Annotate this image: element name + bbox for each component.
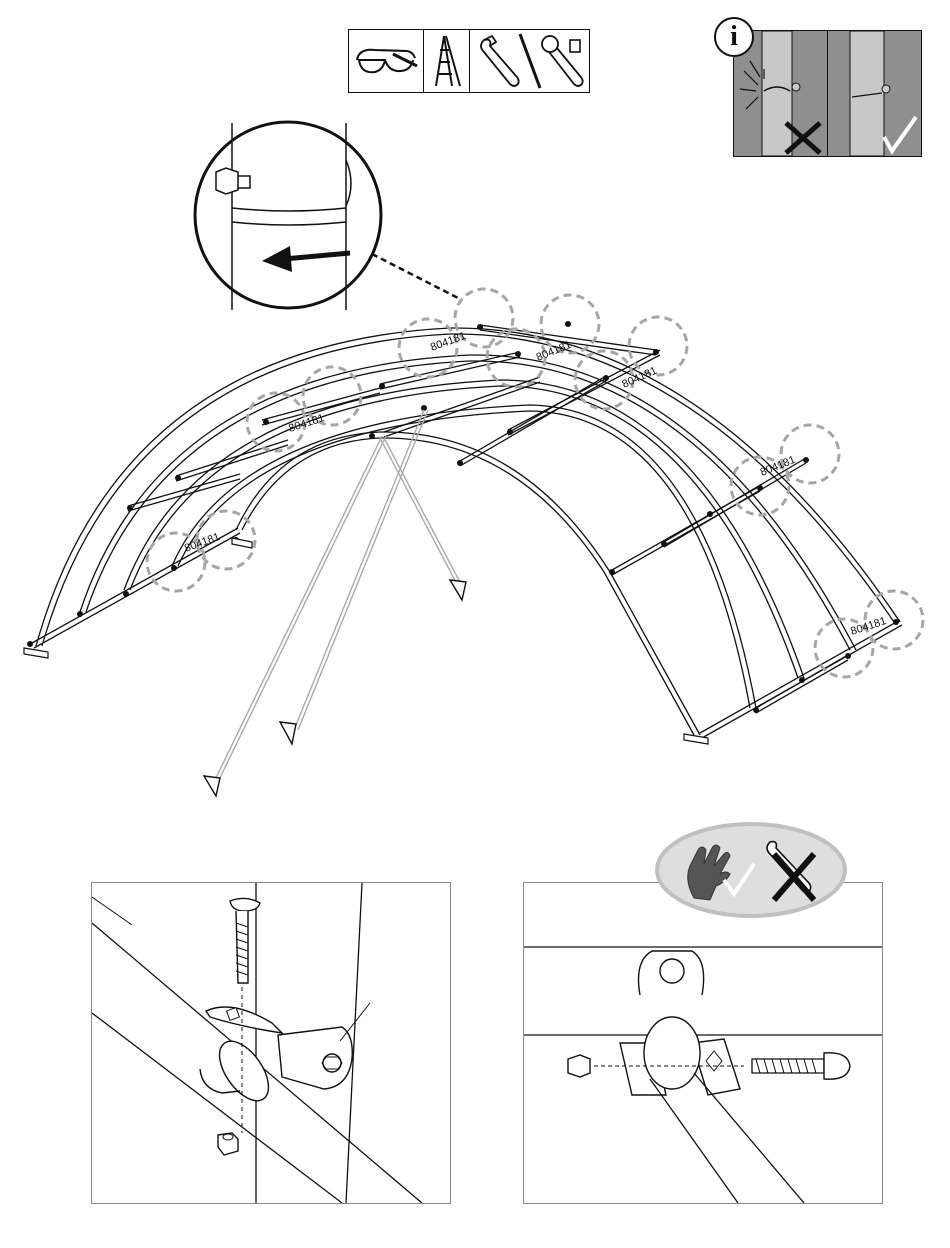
purlins <box>128 325 848 713</box>
guy-lines <box>212 410 462 786</box>
base-rails <box>32 528 902 738</box>
hand-tighten-badge <box>654 820 848 920</box>
safety-glasses-icon <box>349 30 424 92</box>
ground-stakes <box>204 580 466 796</box>
tool-requirements <box>348 29 590 93</box>
greenhouse-frame-diagram: 804181 804181 804181 804181 804181 80418… <box>0 120 950 810</box>
step-ladder-icon <box>424 30 470 92</box>
part-label: 804181 <box>849 615 888 638</box>
base-feet <box>24 538 708 744</box>
info-icon: i <box>714 17 754 57</box>
clamp-assembly-detail <box>91 882 451 1204</box>
hoop-arches <box>36 328 900 735</box>
bracket-bolt-detail <box>523 882 883 1204</box>
bolt-joints <box>27 321 899 713</box>
clamp-highlights <box>147 289 923 677</box>
collar-detail-callout <box>195 122 462 310</box>
wrench-tools-icon <box>470 30 588 92</box>
